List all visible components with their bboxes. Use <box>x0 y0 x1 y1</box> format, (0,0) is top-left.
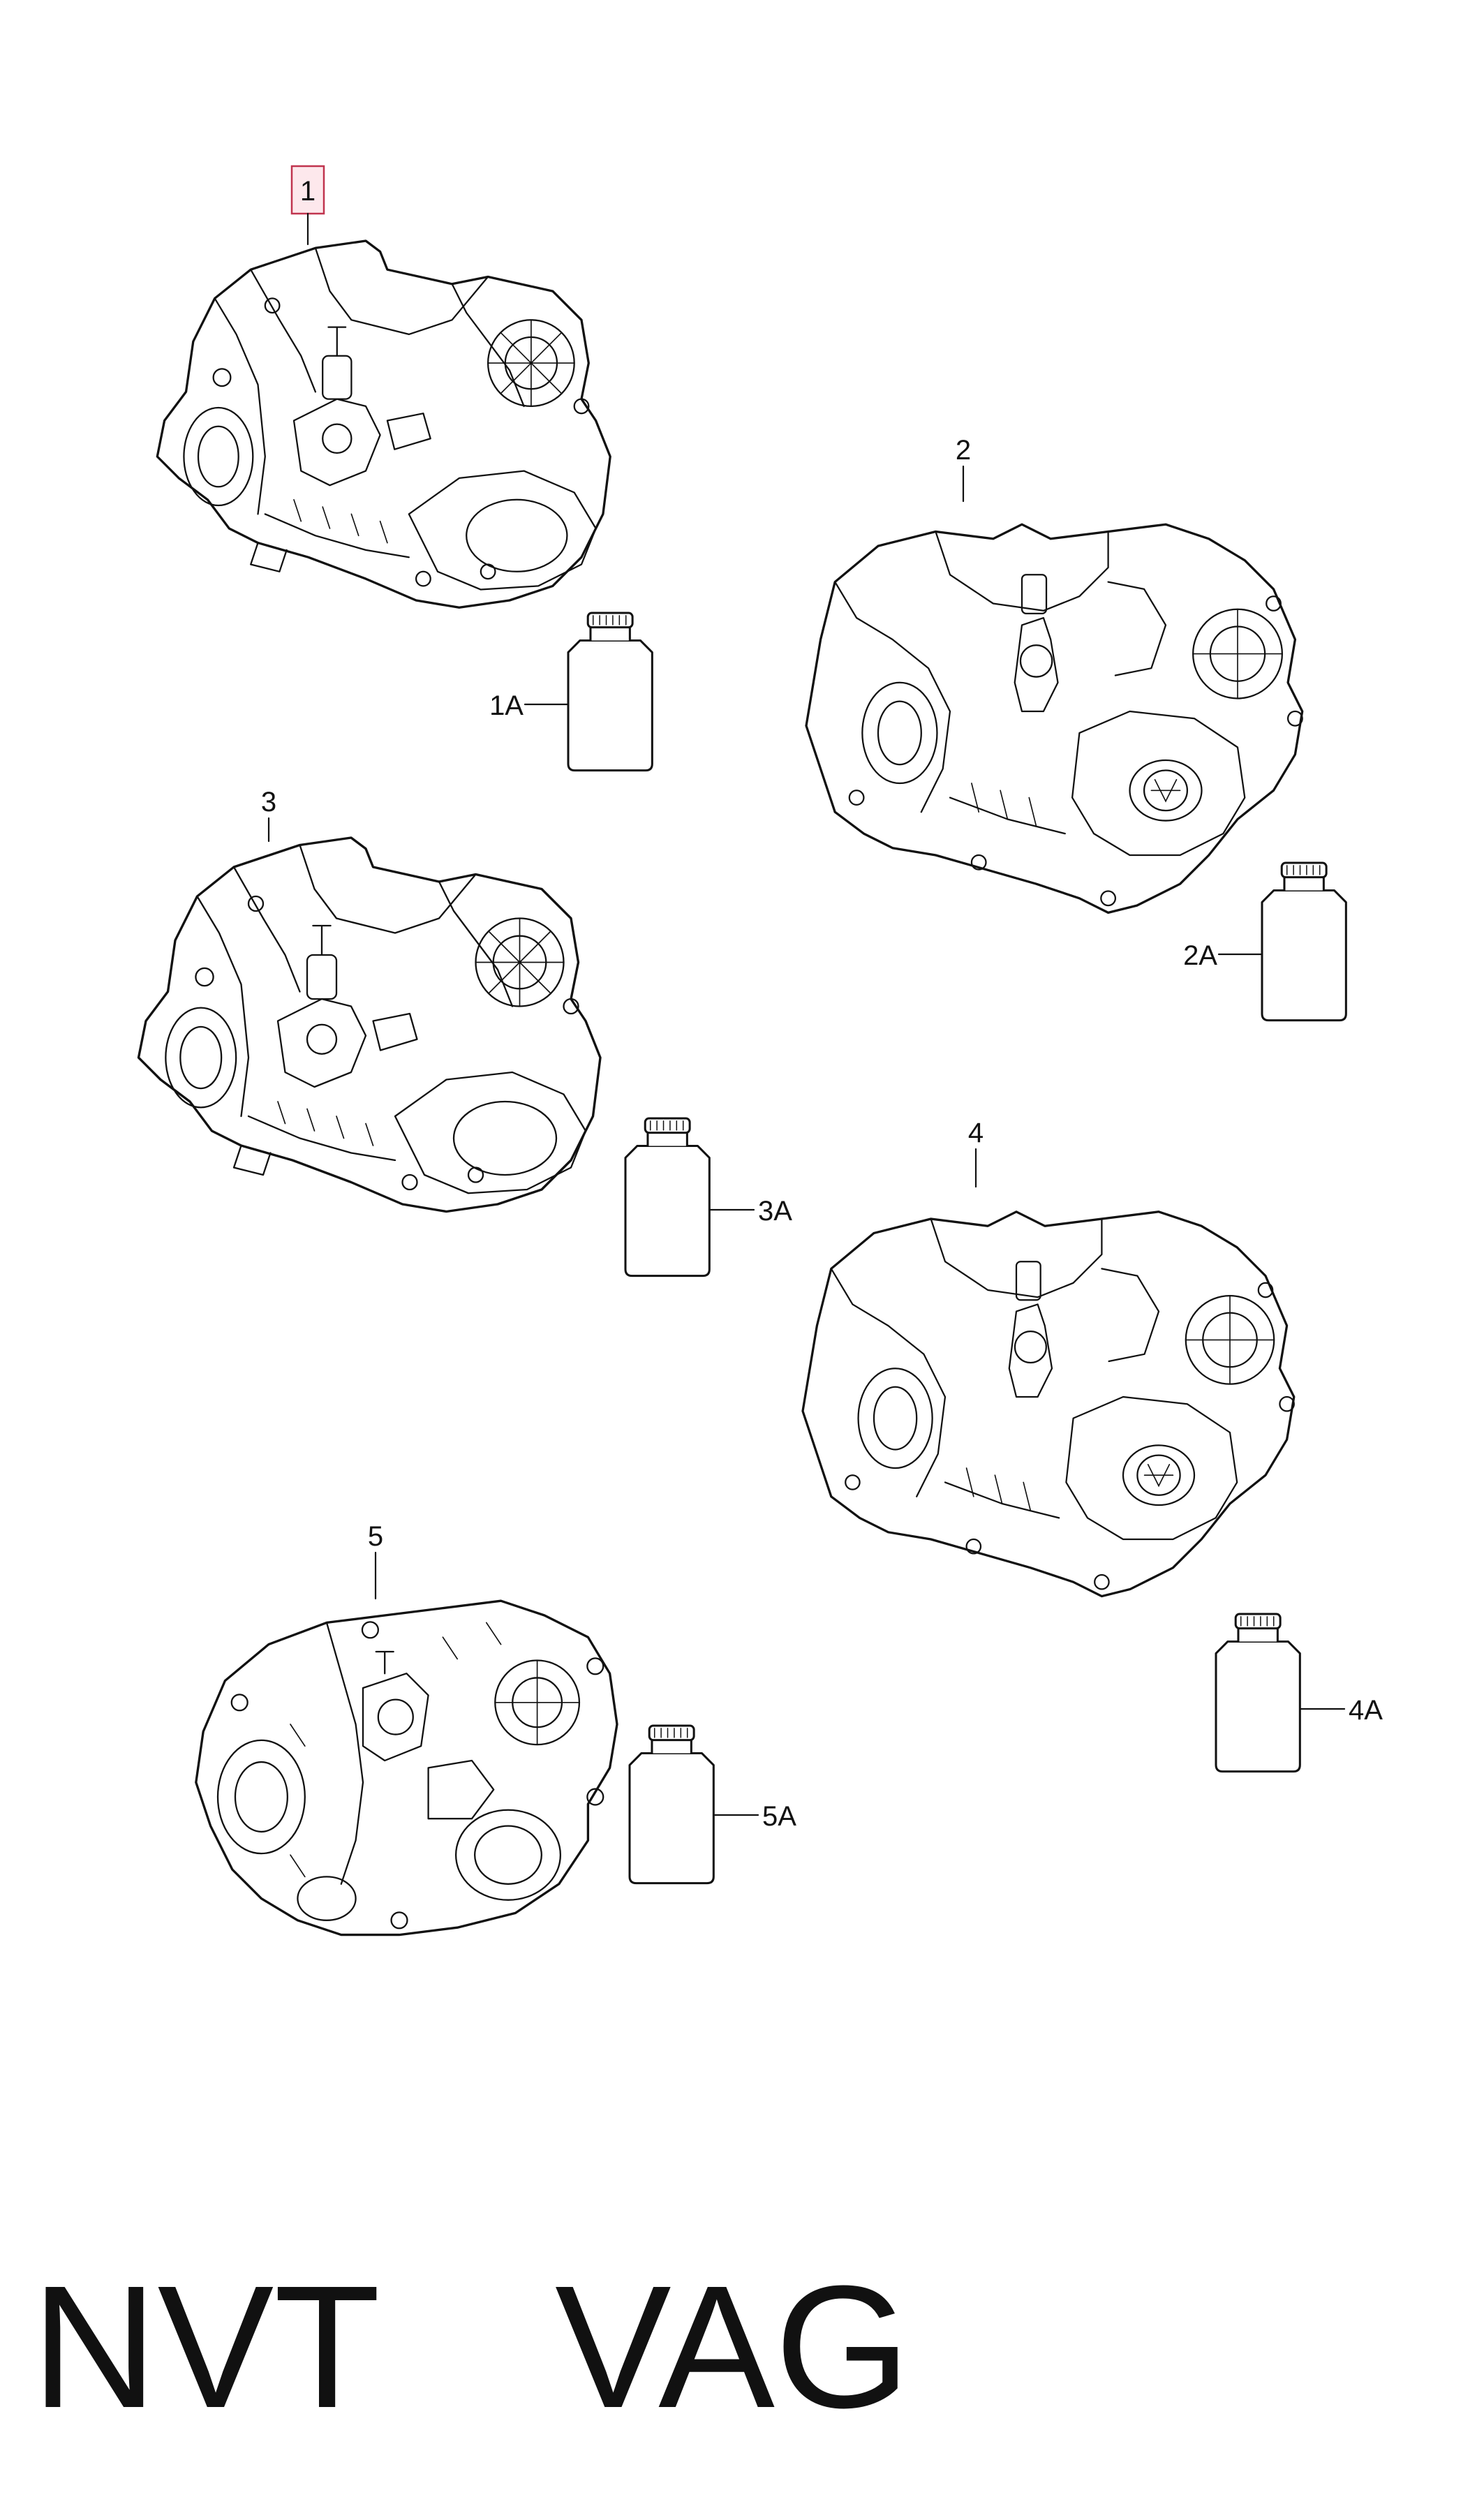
oil-2a-bottle-drawing <box>1261 861 1347 1022</box>
oil-3a-group: 3A <box>624 1117 792 1277</box>
part-2-gearbox-drawing <box>805 523 1304 914</box>
part-5-gearbox-drawing <box>195 1599 618 1936</box>
oil-3a-bottle-drawing <box>624 1117 711 1277</box>
part-2-group: 2 <box>805 435 1304 914</box>
watermark-right-text: VAG <box>555 2249 910 2444</box>
part-4-group: 4 <box>801 1118 1296 1598</box>
oil-2a-group: 2A <box>1183 861 1347 1022</box>
part-2-label[interactable]: 2 <box>956 435 971 466</box>
oil-5a-group: 5A <box>628 1724 796 1885</box>
part-3-group: 3 <box>137 787 602 1213</box>
oil-1a-group: 1A <box>489 612 653 772</box>
part-1-label[interactable]: 1 <box>300 176 316 207</box>
watermark-left-text: NVT <box>31 2249 380 2444</box>
oil-4a-label[interactable]: 4A <box>1349 1695 1383 1726</box>
oil-5a-bottle-drawing <box>628 1724 715 1885</box>
part-5-label[interactable]: 5 <box>368 1521 383 1552</box>
oil-4a-bottle-drawing <box>1215 1613 1301 1773</box>
part-5-group: 5 <box>195 1521 618 1936</box>
oil-1a-label[interactable]: 1A <box>489 690 524 721</box>
oil-5a-label[interactable]: 5A <box>762 1801 796 1832</box>
oil-1a-bottle-drawing <box>567 612 653 772</box>
part-3-gearbox-drawing <box>137 836 602 1213</box>
part-4-gearbox-drawing <box>801 1210 1296 1598</box>
oil-2a-label[interactable]: 2A <box>1183 940 1217 971</box>
part-1-gearbox-drawing <box>156 239 611 609</box>
part-1-group: 1 <box>156 165 611 609</box>
part-4-label[interactable]: 4 <box>968 1118 984 1148</box>
oil-4a-group: 4A <box>1215 1613 1383 1773</box>
part-3-label[interactable]: 3 <box>261 787 276 817</box>
oil-3a-label[interactable]: 3A <box>758 1196 792 1227</box>
